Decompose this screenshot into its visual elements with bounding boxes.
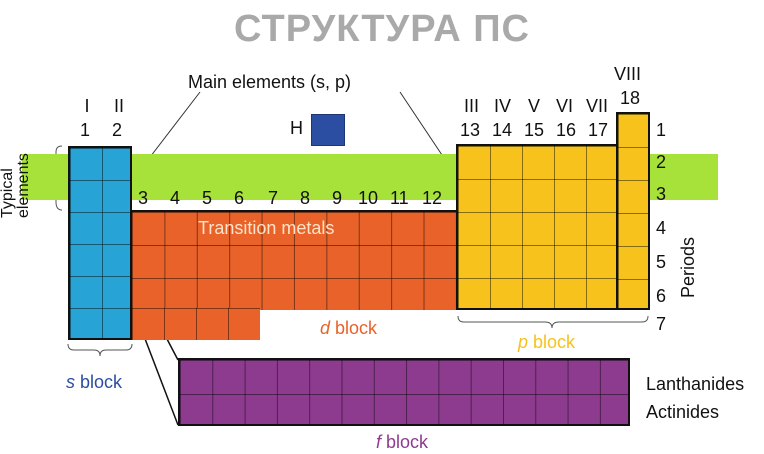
p-block-group18 xyxy=(616,112,650,310)
group-num-15: 15 xyxy=(524,120,545,140)
s-block-brace xyxy=(67,343,133,357)
group-num-5: 5 xyxy=(202,188,213,208)
d-block-row7 xyxy=(132,308,260,340)
group-num-16: 16 xyxy=(556,120,577,140)
typical-elements-label-line2: elements xyxy=(15,153,32,218)
period-5: 5 xyxy=(656,252,667,272)
group-roman-3: III xyxy=(464,96,480,116)
group-num-14: 14 xyxy=(492,120,513,140)
group-num-8: 8 xyxy=(300,188,311,208)
s-block-label: s block xyxy=(66,372,122,392)
group-num-9: 9 xyxy=(332,188,343,208)
d-block-letter: d xyxy=(320,318,331,338)
typical-elements-label: Typical elements xyxy=(0,153,32,218)
group-num-6: 6 xyxy=(234,188,245,208)
f-block-label: f block xyxy=(376,432,428,452)
group-num-1: 1 xyxy=(79,120,90,140)
group-num-7: 7 xyxy=(268,188,279,208)
s-block-word: block xyxy=(75,372,123,392)
f-block-letter: f xyxy=(376,432,382,452)
period-4: 4 xyxy=(656,218,667,238)
lanthanides-label: Lanthanides xyxy=(646,374,745,394)
hydrogen-symbol: H xyxy=(290,118,303,138)
period-1: 1 xyxy=(656,120,667,140)
f-block-grid xyxy=(178,358,630,426)
d-block-grid xyxy=(132,210,456,310)
group-num-4: 4 xyxy=(170,188,181,208)
group-roman-8: VIII xyxy=(614,64,642,84)
p-block-letter: p xyxy=(518,332,529,352)
group-num-13: 13 xyxy=(460,120,481,140)
group-roman-2: II xyxy=(113,96,124,116)
period-7: 7 xyxy=(656,314,667,334)
s-block-letter: s xyxy=(66,372,75,392)
group-num-18: 18 xyxy=(620,88,641,108)
period-6: 6 xyxy=(656,286,667,306)
period-3: 3 xyxy=(656,184,667,204)
group-num-17: 17 xyxy=(588,120,609,140)
group-num-3: 3 xyxy=(138,188,149,208)
group-roman-5: V xyxy=(528,96,541,116)
d-block-label: d block xyxy=(320,318,377,338)
page-title: СТРУКТУРА ПС xyxy=(234,8,530,50)
group-roman-4: IV xyxy=(494,96,512,116)
p-block-label: p block xyxy=(518,332,575,352)
main-elements-label: Main elements (s, p) xyxy=(188,72,352,92)
f-block-word: block xyxy=(381,432,429,452)
periods-label: Periods xyxy=(678,236,698,298)
p-block-grid xyxy=(456,144,616,310)
group-num-12: 12 xyxy=(422,188,443,208)
s-block-grid xyxy=(68,146,132,340)
d-block-word: block xyxy=(330,318,378,338)
p-block-brace xyxy=(457,315,649,329)
group-num-2: 2 xyxy=(111,120,122,140)
period-2: 2 xyxy=(656,152,667,172)
group-roman-6: VI xyxy=(556,96,574,116)
p-block-word: block xyxy=(528,332,576,352)
hydrogen-cell xyxy=(311,114,345,146)
group-num-10: 10 xyxy=(358,188,379,208)
actinides-label: Actinides xyxy=(646,402,720,422)
group-roman-1: I xyxy=(84,96,90,116)
typical-elements-label-line1: Typical xyxy=(0,168,16,218)
group-roman-7: VII xyxy=(586,96,609,116)
group-num-11: 11 xyxy=(390,188,409,208)
transition-metals-label: Transition metals xyxy=(198,218,335,238)
